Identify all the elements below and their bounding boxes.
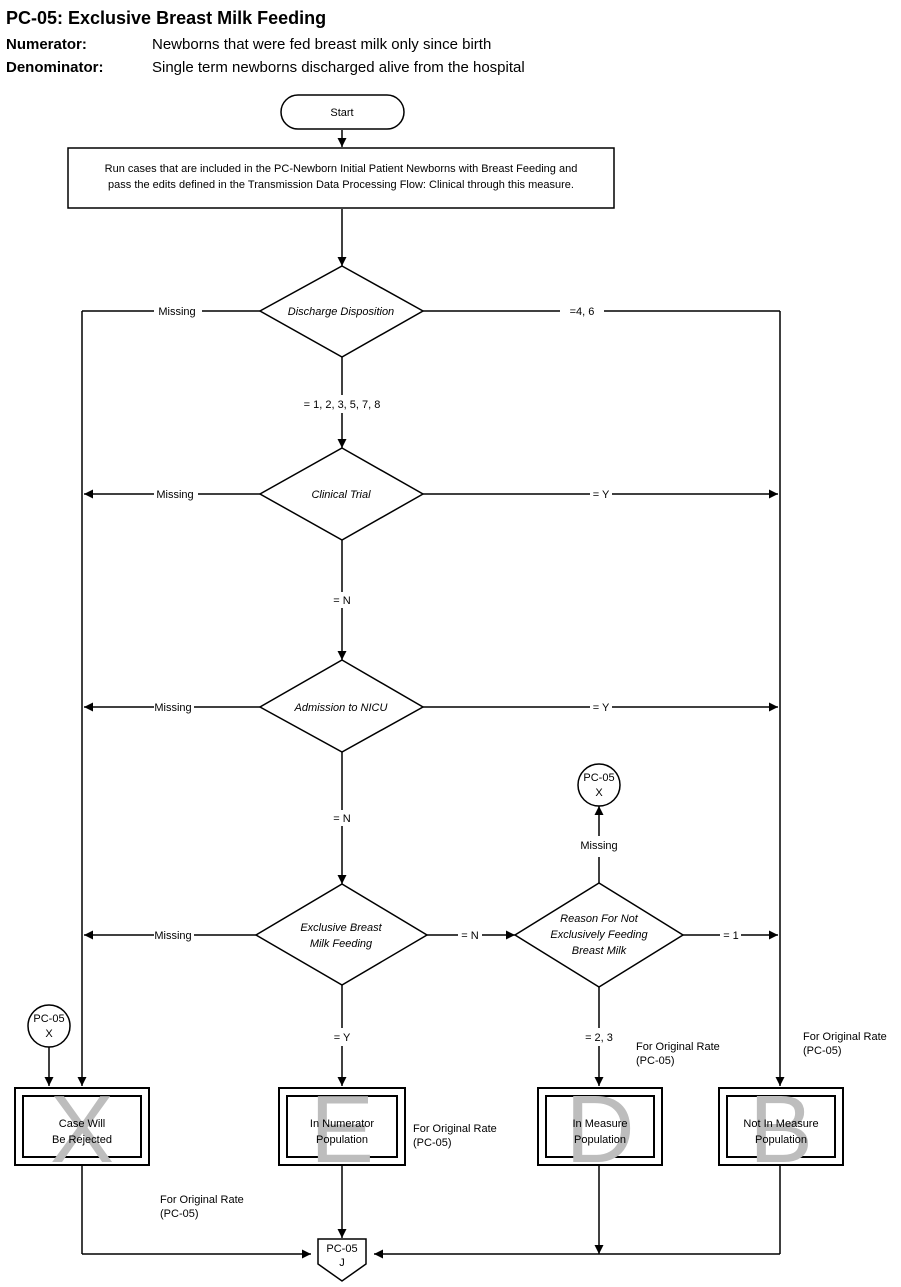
connector-left-x: X xyxy=(45,1028,53,1040)
numerator-watermark-letter: E xyxy=(310,1076,374,1183)
decision-clinical-trial xyxy=(258,447,425,541)
connector-j-letter: J xyxy=(339,1257,345,1269)
note-reject-paren: (PC-05) xyxy=(160,1208,199,1220)
notin-watermark-letter: B xyxy=(749,1076,813,1183)
reason-label-line1: Reason For Not xyxy=(560,913,639,925)
connector-pc05-x-left xyxy=(27,1004,71,1048)
reject-watermark-letter: X xyxy=(50,1076,114,1183)
decision-reason-not-exclusive xyxy=(513,882,685,988)
label-clinical-y: = Y xyxy=(593,489,610,501)
numerator-text: Newborns that were fed breast milk only … xyxy=(152,36,492,53)
note-notin-paren: (PC-05) xyxy=(803,1045,842,1057)
label-ebmf-n: = N xyxy=(461,930,478,942)
clinical-trial-label: Clinical Trial xyxy=(311,489,371,501)
connector-pc05-j xyxy=(317,1238,367,1282)
admission-nicu-label: Admission to NICU xyxy=(294,702,388,714)
notin-line2: Population xyxy=(755,1134,807,1146)
start-terminator xyxy=(280,94,405,130)
label-reason-2-3: = 2, 3 xyxy=(585,1032,613,1044)
label-nicu-n: = N xyxy=(333,813,350,825)
run-cases-line1: Run cases that are included in the PC-Ne… xyxy=(105,163,578,175)
denominator-label: Denominator: xyxy=(6,59,104,76)
connector-top-pc05: PC-05 xyxy=(583,772,614,784)
notin-line1: Not In Measure xyxy=(743,1118,818,1130)
outcome-case-rejected: X Case Will Be Rejected xyxy=(14,1076,150,1183)
measure-watermark-letter: D xyxy=(565,1076,634,1183)
label-nicu-y: = Y xyxy=(593,702,610,714)
label-reason-missing: Missing xyxy=(580,840,617,852)
reject-line2: Be Rejected xyxy=(52,1134,112,1146)
label-reason-1: = 1 xyxy=(723,930,739,942)
numerator-row: Numerator: Newborns that were fed breast … xyxy=(6,36,491,53)
outcome-measure-population: D In Measure Population xyxy=(537,1076,663,1183)
label-discharge-values: = 1, 2, 3, 5, 7, 8 xyxy=(304,399,381,411)
numerator-line2: Population xyxy=(316,1134,368,1146)
page-title: PC-05: Exclusive Breast Milk Feeding xyxy=(6,8,327,28)
label-discharge-missing: Missing xyxy=(158,306,195,318)
note-reject-rate: For Original Rate xyxy=(160,1194,244,1206)
ebmf-label-line2: Milk Feeding xyxy=(310,938,373,950)
decision-discharge-disposition xyxy=(258,265,425,358)
connector-left-pc05: PC-05 xyxy=(33,1013,64,1025)
denominator-text: Single term newborns discharged alive fr… xyxy=(152,59,525,76)
label-discharge-4-6: =4, 6 xyxy=(570,306,595,318)
outcome-not-in-measure: B Not In Measure Population xyxy=(718,1076,844,1183)
label-clinical-n: = N xyxy=(333,595,350,607)
run-cases-box xyxy=(67,147,615,209)
run-cases-line2: pass the edits defined in the Transmissi… xyxy=(108,179,574,191)
note-numerator-rate: For Original Rate xyxy=(413,1123,497,1135)
reason-label-line2: Exclusively Feeding xyxy=(550,929,648,941)
connector-top-x: X xyxy=(595,787,603,799)
label-clinical-missing: Missing xyxy=(156,489,193,501)
decision-exclusive-breast-milk xyxy=(254,883,429,986)
measure-line2: Population xyxy=(574,1134,626,1146)
ebmf-label-line1: Exclusive Breast xyxy=(300,922,382,934)
note-notin-rate: For Original Rate xyxy=(803,1031,887,1043)
label-nicu-missing: Missing xyxy=(154,702,191,714)
discharge-disposition-label: Discharge Disposition xyxy=(288,306,394,318)
reject-line1: Case Will xyxy=(59,1118,105,1130)
numerator-label: Numerator: xyxy=(6,36,87,53)
numerator-line1: In Numerator xyxy=(310,1118,375,1130)
denominator-row: Denominator: Single term newborns dischar… xyxy=(6,59,525,76)
decision-admission-nicu xyxy=(258,659,425,753)
label-ebmf-y: = Y xyxy=(334,1032,351,1044)
outcome-numerator: E In Numerator Population xyxy=(278,1076,406,1183)
start-label: Start xyxy=(330,107,353,119)
note-numerator-paren: (PC-05) xyxy=(413,1137,452,1149)
reason-label-line3: Breast Milk xyxy=(572,945,627,957)
note-measure-rate: For Original Rate xyxy=(636,1041,720,1053)
measure-line1: In Measure xyxy=(572,1118,627,1130)
label-ebmf-missing: Missing xyxy=(154,930,191,942)
connector-j-pc05: PC-05 xyxy=(326,1243,357,1255)
note-measure-paren: (PC-05) xyxy=(636,1055,675,1067)
connector-pc05-x-top xyxy=(577,763,621,807)
